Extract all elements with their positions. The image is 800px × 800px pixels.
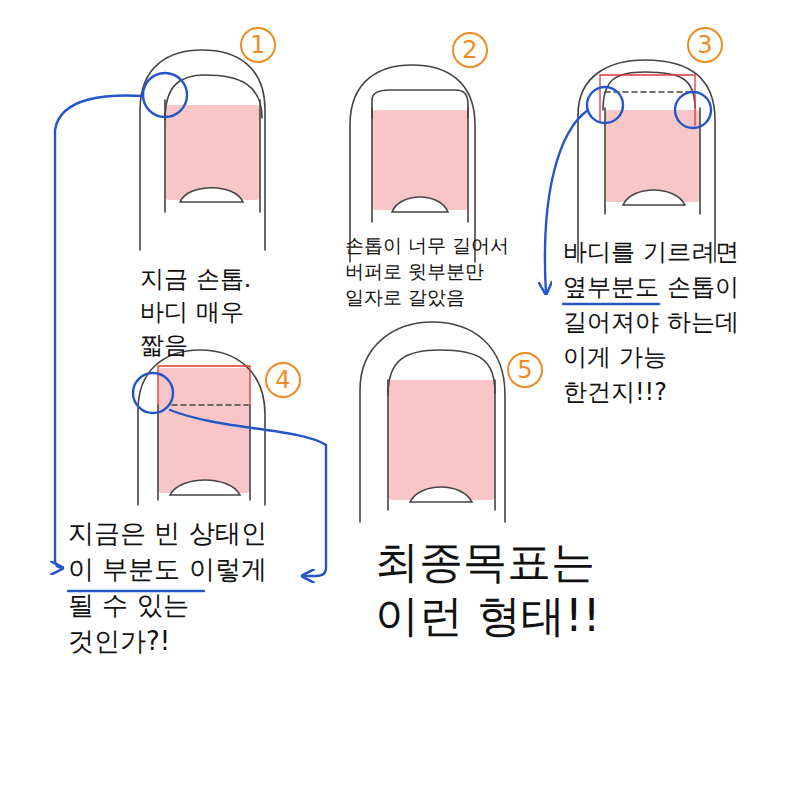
underline (563, 303, 659, 305)
callout-number: 1 (241, 28, 275, 62)
callout-number: 2 (453, 33, 487, 67)
lunula (180, 188, 243, 202)
highlight-circle (587, 87, 623, 123)
callout-number: 5 (508, 353, 542, 387)
number-circle (453, 33, 487, 67)
lunula (410, 487, 472, 502)
number-circle (508, 353, 542, 387)
target-outline (600, 75, 695, 125)
nail-side (165, 100, 260, 212)
note-text: 지금은 빈 상태인 이 부분도 이렇게 될 수 있는 것인가?! (68, 515, 291, 659)
finger-outline (140, 50, 265, 250)
number-circle (688, 28, 722, 62)
lunula (623, 190, 685, 205)
callout-number: 3 (688, 28, 722, 62)
nail-bed (165, 105, 260, 200)
note-text: 지금 손톱. 바디 매우 짧음 (140, 263, 298, 362)
highlight-circle (675, 92, 711, 128)
nail-bed (388, 380, 495, 500)
nail-side (372, 108, 468, 222)
dashed-guide (172, 404, 248, 406)
nail-tip (388, 350, 495, 395)
nail-tip (165, 75, 262, 120)
nail-bed (372, 110, 468, 210)
leader-line (545, 110, 588, 294)
finger-outline (578, 60, 715, 262)
leader-line (170, 410, 326, 576)
nail-tip (372, 90, 468, 118)
note-text: 손톱이 너무 길어서 버퍼로 윗부분만 일자로 갈았음 (345, 232, 530, 310)
callout-number: 4 (266, 363, 300, 397)
nail-side (605, 108, 700, 214)
finger-outline (360, 322, 505, 522)
lunula (392, 197, 448, 212)
note-text: 최종목표는 이런 형태!! (375, 535, 635, 643)
number-circle (241, 28, 275, 62)
highlight-circle (133, 373, 173, 413)
number-circle (266, 363, 300, 397)
note-text: 바디를 기르려면 옆부분도 손톱이 길어져야 하는데 이게 가능 한건지!!? (563, 235, 778, 410)
nail-side (388, 380, 495, 510)
finger-outline (350, 65, 475, 262)
lunula (170, 480, 240, 495)
leader-line (55, 95, 143, 568)
nail-bed (605, 110, 700, 202)
highlight-circle (143, 73, 187, 117)
